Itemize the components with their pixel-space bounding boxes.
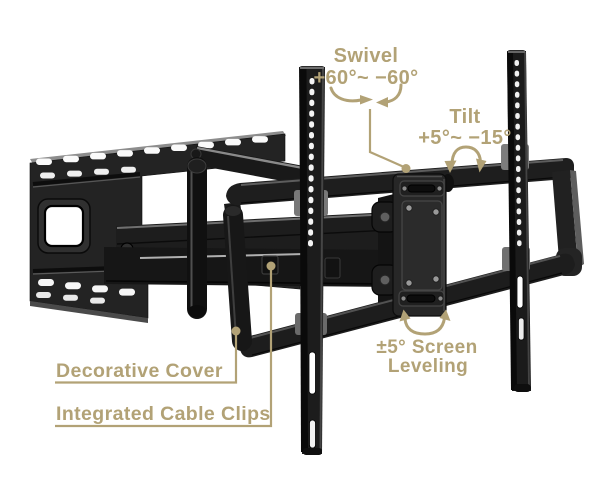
leveling-curved-arrow-icon	[399, 309, 451, 336]
tilt-curved-arrow-icon	[444, 145, 487, 173]
vesa-screws	[405, 204, 440, 287]
vesa-pivot-assembly	[371, 194, 399, 303]
cable-clips-leader-line	[55, 266, 273, 428]
right-vesa-rail	[507, 50, 531, 392]
leveling-label-line2: Leveling	[388, 356, 468, 377]
left-vesa-rail	[299, 66, 325, 455]
rail-hole-column	[514, 60, 522, 247]
cable-clip	[324, 257, 341, 279]
leveling-label-line1: ±5° Screen	[376, 337, 477, 358]
wall-plate-slots-top	[36, 136, 268, 165]
swivel-label-range: +60°~ −60°	[313, 67, 418, 89]
decorative-cover-leader-dot	[231, 326, 241, 336]
swivel-leader-line	[368, 109, 405, 169]
swivel-leader-dot	[401, 164, 411, 173]
decorative-cover-leader-line	[55, 331, 238, 384]
decorative-cover-label: Decorative Cover	[56, 360, 223, 382]
cable-clips-leader-dot	[266, 261, 276, 271]
tilt-plate	[392, 173, 454, 317]
swivel-rotate-arrows-icon	[329, 83, 403, 108]
cable-clips-label: Integrated Cable Clips	[56, 403, 271, 425]
tilt-label-title: Tilt	[449, 106, 480, 128]
rail-hole-column	[308, 78, 315, 247]
swivel-label-title: Swivel	[334, 45, 399, 67]
rear-arm-link	[196, 146, 304, 185]
lower-arm	[104, 247, 392, 287]
wall-plate-slots-bottom	[38, 279, 135, 296]
tilt-label-range: +5°~ −15°	[418, 127, 512, 149]
decorative-cover-bar	[223, 205, 252, 351]
arm-elbow-post	[187, 148, 207, 319]
